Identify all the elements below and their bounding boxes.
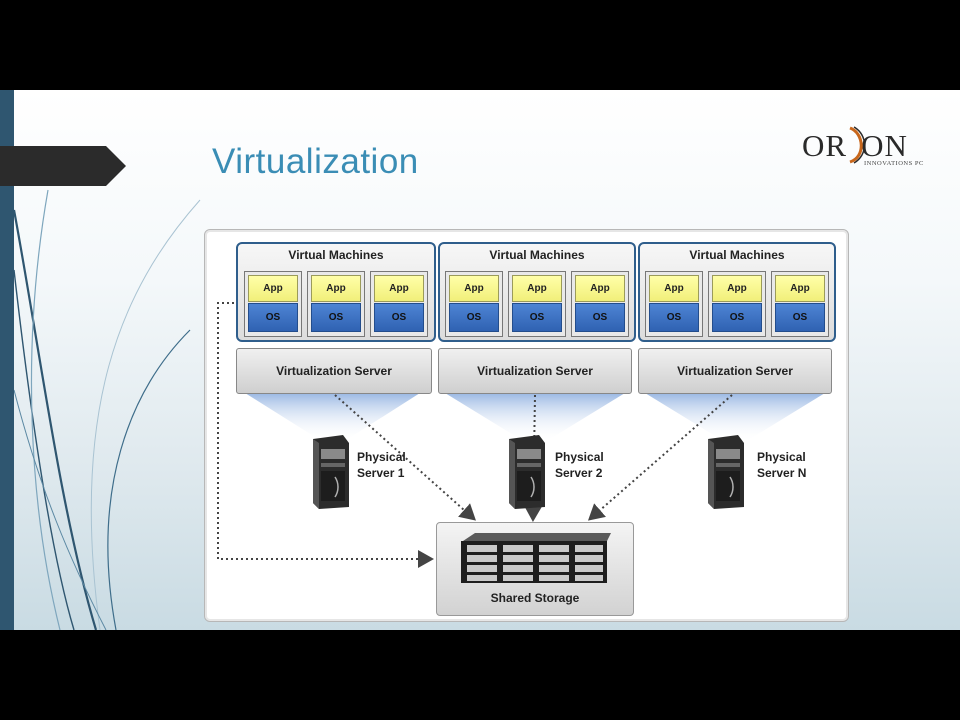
- link-server1-storage: [334, 394, 476, 521]
- vm-os: OS: [311, 303, 361, 332]
- title-tab-shape: [0, 146, 126, 186]
- vm-app: App: [649, 275, 699, 302]
- vm-group-title: Virtual Machines: [489, 248, 585, 262]
- link-servern-storage: [587, 394, 733, 521]
- physical-server-line2: Server 2: [555, 466, 603, 480]
- server-tower-icon: [509, 435, 545, 509]
- beam-1: [245, 393, 420, 442]
- vm-os: OS: [575, 303, 625, 332]
- logo-word: OR ON: [802, 128, 908, 164]
- shared-storage: Shared Storage: [436, 522, 634, 616]
- vm-group-title: Virtual Machines: [689, 248, 785, 262]
- physical-server-line1: Physical: [357, 450, 406, 464]
- virtualization-server-2: Virtualization Server: [438, 348, 632, 394]
- logo-word-right: ON: [861, 128, 908, 163]
- logo-word-left: OR: [802, 128, 848, 163]
- orion-logo: OR ON INNOVATIONS PC: [802, 126, 924, 172]
- physical-server-line1: Physical: [555, 450, 604, 464]
- vm-app: App: [775, 275, 825, 302]
- vm-os: OS: [449, 303, 499, 332]
- vm-group-1: Virtual Machines App OS App OS App OS: [236, 242, 436, 342]
- physical-server-line1: Physical: [757, 450, 806, 464]
- vm-group-3: Virtual Machines App OS App OS App OS: [638, 242, 836, 342]
- virtual-machine: App OS: [307, 271, 365, 337]
- server-tower-icon: [313, 435, 349, 509]
- slide-title: Virtualization: [212, 142, 419, 181]
- virtual-machine: App OS: [370, 271, 428, 337]
- vm-os: OS: [248, 303, 298, 332]
- slide: Virtualization OR ON INNOVATIONS PC: [0, 90, 960, 630]
- vm-os: OS: [775, 303, 825, 332]
- virtual-machine: App OS: [445, 271, 503, 337]
- virtual-machine: App OS: [508, 271, 566, 337]
- server-tower-icon: [708, 435, 744, 509]
- virtual-machine: App OS: [645, 271, 703, 337]
- vm-app: App: [374, 275, 424, 302]
- vm-os: OS: [512, 303, 562, 332]
- virtual-machine: App OS: [571, 271, 629, 337]
- beam-2: [445, 393, 625, 442]
- vm-group-title: Virtual Machines: [288, 248, 384, 262]
- vm-group-2: Virtual Machines App OS App OS App OS: [438, 242, 636, 342]
- virtual-machine: App OS: [244, 271, 302, 337]
- virtualization-diagram: Virtual Machines App OS App OS App OS Vi…: [204, 229, 849, 622]
- decorative-swirl: [12, 189, 201, 630]
- vm-app: App: [449, 275, 499, 302]
- physical-server-line2: Server N: [757, 466, 807, 480]
- physical-server-1-label: Physical Server 1: [357, 449, 406, 481]
- vm-app: App: [712, 275, 762, 302]
- physical-server-line2: Server 1: [357, 466, 405, 480]
- beam-3: [645, 393, 825, 442]
- shared-storage-label: Shared Storage: [490, 591, 580, 605]
- physical-server-2-label: Physical Server 2: [555, 449, 604, 481]
- vm-app: App: [311, 275, 361, 302]
- vm-os: OS: [649, 303, 699, 332]
- vm-app: App: [575, 275, 625, 302]
- vm-os: OS: [374, 303, 424, 332]
- logo-subtitle: INNOVATIONS PC: [864, 160, 924, 167]
- logo-arc-icon: [849, 126, 866, 164]
- storage-array-icon: [461, 533, 611, 583]
- vm-app: App: [512, 275, 562, 302]
- virtualization-server-3: Virtualization Server: [638, 348, 832, 394]
- virtualization-server-1: Virtualization Server: [236, 348, 432, 394]
- vm-os: OS: [712, 303, 762, 332]
- virtual-machine: App OS: [771, 271, 829, 337]
- virtual-machine: App OS: [708, 271, 766, 337]
- vm-app: App: [248, 275, 298, 302]
- physical-server-n-label: Physical Server N: [757, 449, 806, 481]
- side-accent-bar: [0, 90, 14, 630]
